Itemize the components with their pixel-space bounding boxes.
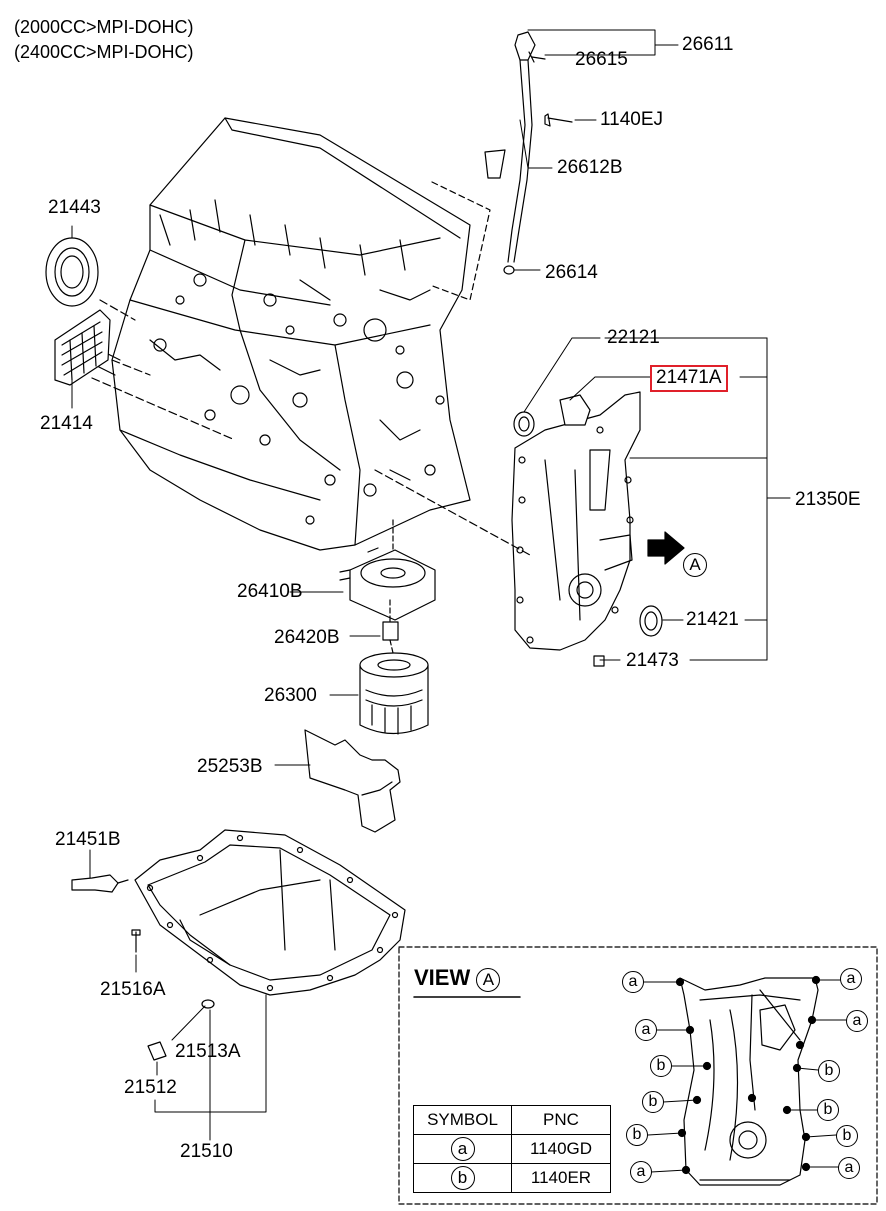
part-label-26614[interactable]: 26614: [545, 262, 598, 283]
table-header-row: SYMBOL PNC: [413, 1105, 611, 1135]
view-a-arrow: [647, 531, 685, 565]
part-label-21421[interactable]: 21421: [686, 609, 739, 630]
rear-oil-seal-drawing: [45, 237, 99, 307]
view-a-title-ref: A: [476, 968, 501, 992]
view-a-cover-drawing: [675, 975, 821, 1186]
engine-spec-line-2: (2400CC>MPI-DOHC): [14, 42, 194, 62]
table-cell-symbol: a: [413, 1134, 512, 1164]
table-header-pnc: PNC: [511, 1105, 611, 1135]
engine-block-drawing: [94, 117, 471, 551]
bolt-marker-a: a: [840, 968, 862, 990]
part-label-21471a-highlighted[interactable]: 21471A: [650, 365, 728, 392]
bolt-marker-a: a: [622, 971, 644, 993]
table-header-symbol: SYMBOL: [413, 1105, 512, 1135]
view-a-title: VIEW A: [414, 965, 501, 992]
part-label-26611[interactable]: 26611: [682, 34, 734, 55]
part-label-21516a[interactable]: 21516A: [100, 979, 166, 1000]
part-label-21473[interactable]: 21473: [626, 650, 679, 671]
bolt-marker-b: b: [836, 1125, 858, 1147]
bolt-marker-a: a: [635, 1019, 657, 1041]
view-a-marker-lines: [642, 979, 847, 1173]
seal-case-drawing: [54, 309, 111, 386]
table-row: a 1140GD: [413, 1134, 611, 1164]
part-label-1140ej[interactable]: 1140EJ: [600, 109, 664, 130]
oil-pan-drawing: [134, 829, 406, 996]
view-a-title-text: VIEW: [414, 965, 471, 990]
oil-level-sensor-drawing: [71, 874, 129, 893]
table-cell-symbol: b: [413, 1163, 512, 1193]
engine-spec-line-1: (2000CC>MPI-DOHC): [14, 17, 194, 37]
part-label-21513a[interactable]: 21513A: [175, 1041, 241, 1062]
bolt-marker-b: b: [817, 1099, 839, 1121]
table-row: b 1140ER: [413, 1163, 611, 1193]
pan-bolt-drawing: [131, 929, 141, 953]
symbol-pnc-table: SYMBOL PNC a 1140GD b 1140ER: [413, 1105, 611, 1193]
part-label-26615[interactable]: 26615: [575, 49, 628, 70]
oil-filter-drawing: [339, 547, 436, 735]
bolt-marker-a: a: [846, 1010, 868, 1032]
part-label-21451b[interactable]: 21451B: [55, 829, 121, 850]
timing-chain-cover-drawing: [511, 391, 663, 667]
table-cell-pnc[interactable]: 1140ER: [511, 1163, 611, 1193]
bolt-marker-a: a: [630, 1161, 652, 1183]
symbol-marker-a: a: [450, 1137, 475, 1161]
part-label-21443[interactable]: 21443: [48, 197, 101, 218]
view-a-box: [398, 946, 878, 1205]
table-cell-pnc[interactable]: 1140GD: [511, 1134, 611, 1164]
part-label-22121[interactable]: 22121: [607, 327, 660, 348]
symbol-marker-b: b: [450, 1166, 475, 1190]
bolt-marker-b: b: [642, 1091, 664, 1113]
part-label-21510[interactable]: 21510: [180, 1141, 233, 1162]
part-label-26612b[interactable]: 26612B: [557, 157, 623, 178]
leader-lines: [71, 29, 791, 1141]
bolt-marker-b: b: [650, 1055, 672, 1077]
view-a-callout-marker: A: [683, 553, 707, 577]
part-label-21512[interactable]: 21512: [124, 1077, 177, 1098]
drain-plug-drawing: [147, 999, 215, 1061]
part-label-21350e[interactable]: 21350E: [795, 489, 861, 510]
part-label-26410b[interactable]: 26410B: [237, 581, 303, 602]
bolt-marker-b: b: [818, 1060, 840, 1082]
part-label-26420b[interactable]: 26420B: [274, 627, 340, 648]
part-label-25253b[interactable]: 25253B: [197, 756, 263, 777]
bolt-marker-a: a: [838, 1157, 860, 1179]
bolt-marker-b: b: [626, 1124, 648, 1146]
oil-level-gauge-drawing: [429, 31, 573, 301]
oil-filter-bracket-drawing: [304, 729, 401, 833]
part-label-26300[interactable]: 26300: [264, 685, 317, 706]
part-label-21414[interactable]: 21414: [40, 413, 93, 434]
